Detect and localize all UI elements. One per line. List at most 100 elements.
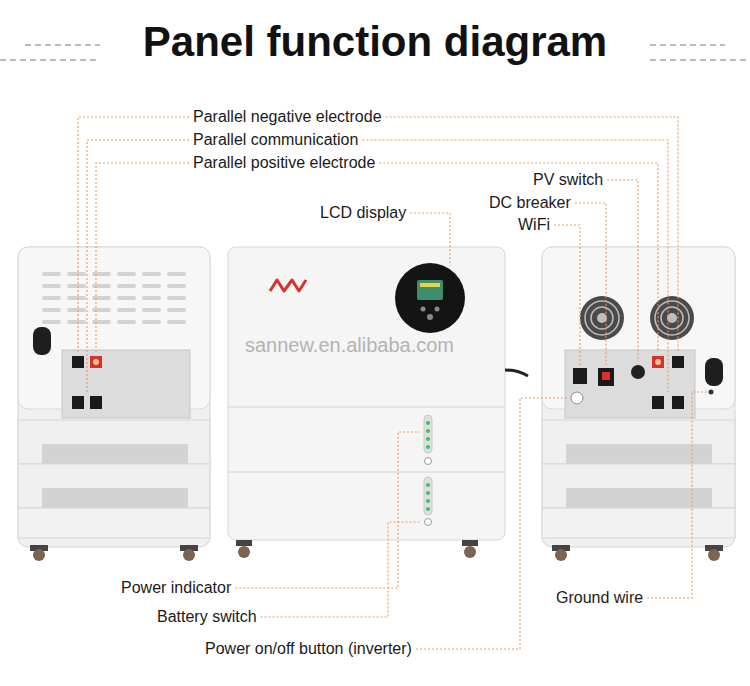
callout-label: Parallel positive electrode — [193, 154, 375, 172]
callout-label: Parallel negative electrode — [193, 108, 382, 126]
front-unit — [424, 477, 432, 515]
right-unit — [555, 549, 567, 561]
left-battery-unit — [33, 327, 51, 355]
front-unit — [238, 546, 250, 558]
front-unit — [228, 407, 505, 408]
right-unit — [573, 368, 587, 384]
leader-line — [235, 432, 420, 588]
left-battery-unit — [62, 350, 190, 418]
front-unit — [425, 519, 432, 526]
front-unit — [236, 540, 252, 546]
left-battery-unit — [44, 284, 190, 288]
right-unit — [652, 396, 664, 409]
right-unit — [542, 247, 735, 547]
left-battery-unit — [44, 320, 190, 324]
callout-label: Battery switch — [157, 608, 257, 626]
left-battery-unit — [44, 272, 190, 276]
leader-line — [87, 140, 189, 392]
front-unit — [464, 546, 476, 558]
front-unit — [426, 445, 430, 449]
left-battery-unit — [93, 359, 99, 365]
front-unit — [426, 499, 430, 503]
left-battery-unit — [18, 247, 210, 561]
callout-label: WiFi — [518, 216, 550, 234]
front-unit — [417, 280, 443, 300]
left-battery-unit — [90, 396, 102, 409]
front-unit — [420, 283, 440, 287]
right-unit — [672, 396, 684, 409]
callout-label: Ground wire — [556, 589, 643, 607]
front-unit — [228, 247, 528, 558]
callout-label: DC breaker — [489, 194, 571, 212]
left-battery-unit — [42, 444, 188, 464]
left-battery-unit — [44, 274, 190, 322]
right-unit — [650, 296, 694, 340]
right-unit — [566, 488, 712, 508]
right-unit — [566, 444, 712, 464]
left-battery-unit — [33, 549, 45, 561]
front-unit — [395, 263, 465, 333]
leader-line — [379, 163, 658, 352]
leader-line — [416, 398, 569, 649]
title: Panel function diagram — [0, 18, 750, 66]
front-unit — [228, 472, 505, 473]
title-dashes — [650, 59, 750, 60]
left-battery-unit — [90, 356, 102, 368]
front-unit — [424, 415, 432, 453]
title-dashes — [25, 44, 100, 45]
left-battery-unit — [18, 508, 210, 538]
leader-line — [647, 392, 707, 598]
watermark: sannew.en.alibaba.com — [245, 334, 454, 357]
right-unit — [591, 307, 613, 329]
left-battery-unit — [72, 396, 84, 409]
left-battery-unit — [18, 247, 210, 547]
left-battery-unit — [18, 464, 210, 508]
front-unit — [435, 307, 440, 312]
right-unit — [565, 350, 695, 418]
right-unit — [571, 392, 583, 404]
title-dashes — [0, 59, 100, 60]
left-battery-unit — [44, 308, 190, 312]
right-unit — [542, 420, 735, 464]
leader-line — [96, 163, 189, 352]
front-unit — [462, 540, 478, 546]
callout-label: Parallel communication — [193, 131, 358, 149]
front-unit — [425, 458, 432, 465]
leader-line — [78, 117, 189, 352]
right-unit — [708, 549, 720, 561]
front-unit — [228, 247, 505, 540]
right-unit — [705, 358, 723, 386]
front-unit — [270, 280, 306, 291]
left-battery-unit — [183, 549, 195, 561]
right-unit — [655, 359, 661, 365]
front-unit — [421, 307, 426, 312]
right-unit — [585, 301, 619, 335]
callout-label: PV switch — [533, 171, 603, 189]
front-unit — [426, 483, 430, 487]
callout-label: Power on/off button (inverter) — [205, 640, 412, 658]
front-unit — [426, 437, 430, 441]
leader-line — [410, 213, 450, 266]
leader-line — [554, 225, 580, 365]
left-battery-unit — [42, 488, 188, 508]
right-unit — [672, 356, 684, 368]
right-unit — [542, 508, 735, 538]
front-unit — [505, 370, 528, 376]
title-dashes — [650, 44, 725, 45]
front-unit — [426, 491, 430, 495]
front-unit — [426, 429, 430, 433]
left-battery-unit — [44, 296, 190, 300]
leader-line — [386, 117, 678, 352]
callout-label: Power indicator — [121, 579, 231, 597]
right-unit — [631, 365, 645, 379]
callout-label: LCD display — [320, 204, 406, 222]
right-unit — [602, 372, 610, 380]
right-unit — [709, 390, 714, 395]
right-unit — [655, 301, 689, 335]
right-unit — [652, 356, 664, 368]
front-unit — [427, 314, 433, 320]
leader-line — [261, 522, 421, 617]
right-unit — [661, 307, 683, 329]
front-unit — [426, 421, 430, 425]
right-unit — [580, 296, 624, 340]
